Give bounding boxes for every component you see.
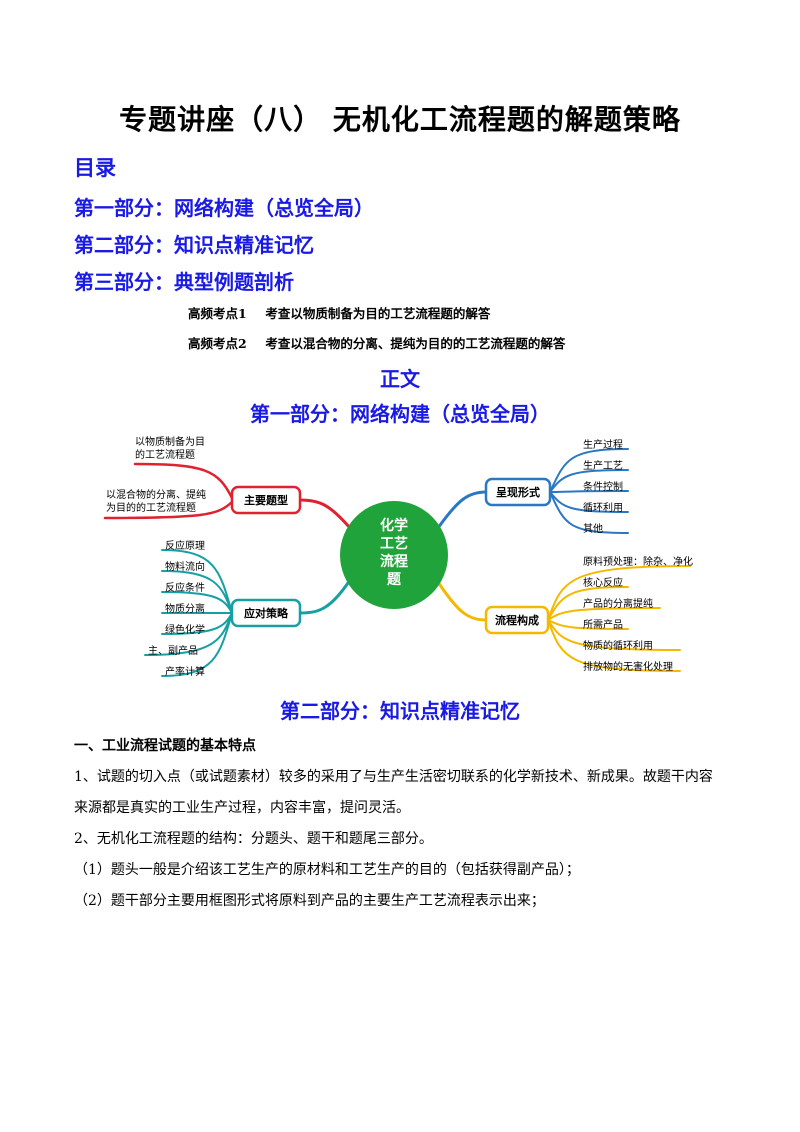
paragraph-line: 来源都是真实的工业生产过程，内容丰富，提问灵活。 [74,800,410,816]
paragraph-line: （2）题干部分主要用框图形式将原料到产品的主要生产工艺流程表示出来； [74,893,545,909]
leaf-strategy: 绿色化学 [165,625,205,636]
leaf-structure: 产品的分离提纯 [583,599,653,610]
leaf-line: 以物质制备为目 [135,437,205,448]
toc-subitem-label: 高频考点2 [188,336,247,351]
leaf-strategy: 反应原理 [165,541,205,552]
branch-box-structure [484,605,550,635]
leaf-form: 其他 [583,524,603,535]
toc-subitem-label: 高频考点1 [188,306,247,321]
body-heading: 正文 [380,367,420,391]
paragraph-line: 2、无机化工流程题的结构：分题头、题干和题尾三部分。 [74,831,433,847]
leaf-structure: 核心反应 [583,578,623,589]
branch-box-strategy [230,598,302,628]
toc-subitem-2[interactable]: 高频考点2 考查以混合物的分离、提纯为目的的工艺流程题的解答 [188,333,565,352]
page-title: 专题讲座（八） 无机化工流程题的解题策略 [119,103,681,136]
leaf-type-1: 以物质制备为目 的工艺流程题 [135,436,205,462]
center-line: 题 [387,572,401,588]
leaf-form: 生产工艺 [583,461,623,472]
toc-part-3[interactable]: 第三部分：典型例题剖析 [74,270,294,294]
branch-label-forms: 呈现形式 [496,486,540,499]
leaf-structure: 物质的循环利用 [583,641,653,652]
leaf-line: 的工艺流程题 [135,450,195,461]
leaf-structure: 原料预处理：除杂、净化 [583,557,693,568]
center-node-label: 化学 工艺 流程 题 [340,517,448,589]
toc-part-2[interactable]: 第二部分：知识点精准记忆 [74,233,314,257]
branch-box-types [230,485,302,515]
leaf-line: 为目的的工艺流程题 [106,503,196,514]
leaf-structure: 所需产品 [583,620,623,631]
toc-heading: 目录 [74,156,116,180]
toc-subitem-1[interactable]: 高频考点1 考查以物质制备为目的工艺流程题的解答 [188,303,490,322]
part1-heading: 第一部分：网络构建（总览全局） [250,402,550,426]
center-line: 化学 [380,518,408,534]
branch-label-strategy: 应对策略 [244,607,288,620]
leaf-form: 循环利用 [583,503,623,514]
branch-label-structure: 流程构成 [495,614,539,627]
center-node [340,501,448,609]
leaf-strategy: 物料流向 [165,562,205,573]
leaf-strategy: 物质分离 [165,604,205,615]
leaf-structure: 排放物的无害化处理 [583,662,673,673]
leaf-line: 以混合物的分离、提纯 [106,490,206,501]
leaf-form: 生产过程 [583,440,623,451]
branch-box-forms [484,477,552,507]
toc-subitem-text: 考查以混合物的分离、提纯为目的的工艺流程题的解答 [265,336,566,351]
paragraph-line: 1、试题的切入点（或试题素材）较多的采用了与生产生活密切联系的化学新技术、新成果… [74,769,713,785]
center-line: 工艺 [380,536,408,552]
leaf-strategy: 主、副产品 [148,646,198,657]
leaf-form: 条件控制 [583,482,623,493]
paragraph-line: （1）题头一般是介绍该工艺生产的原材料和工艺生产的目的（包括获得副产品）； [74,862,580,878]
branch-label-types: 主要题型 [244,494,288,507]
leaf-type-2: 以混合物的分离、提纯 为目的的工艺流程题 [106,489,206,515]
leaf-strategy: 产率计算 [165,667,205,678]
center-line: 流程 [380,554,408,570]
toc-subitem-text: 考查以物质制备为目的工艺流程题的解答 [265,306,491,321]
section-heading: 一、工业流程试题的基本特点 [74,738,256,754]
leaf-strategy: 反应条件 [165,583,205,594]
part2-heading: 第二部分：知识点精准记忆 [280,699,520,723]
toc-part-1[interactable]: 第一部分：网络构建（总览全局） [74,196,374,220]
